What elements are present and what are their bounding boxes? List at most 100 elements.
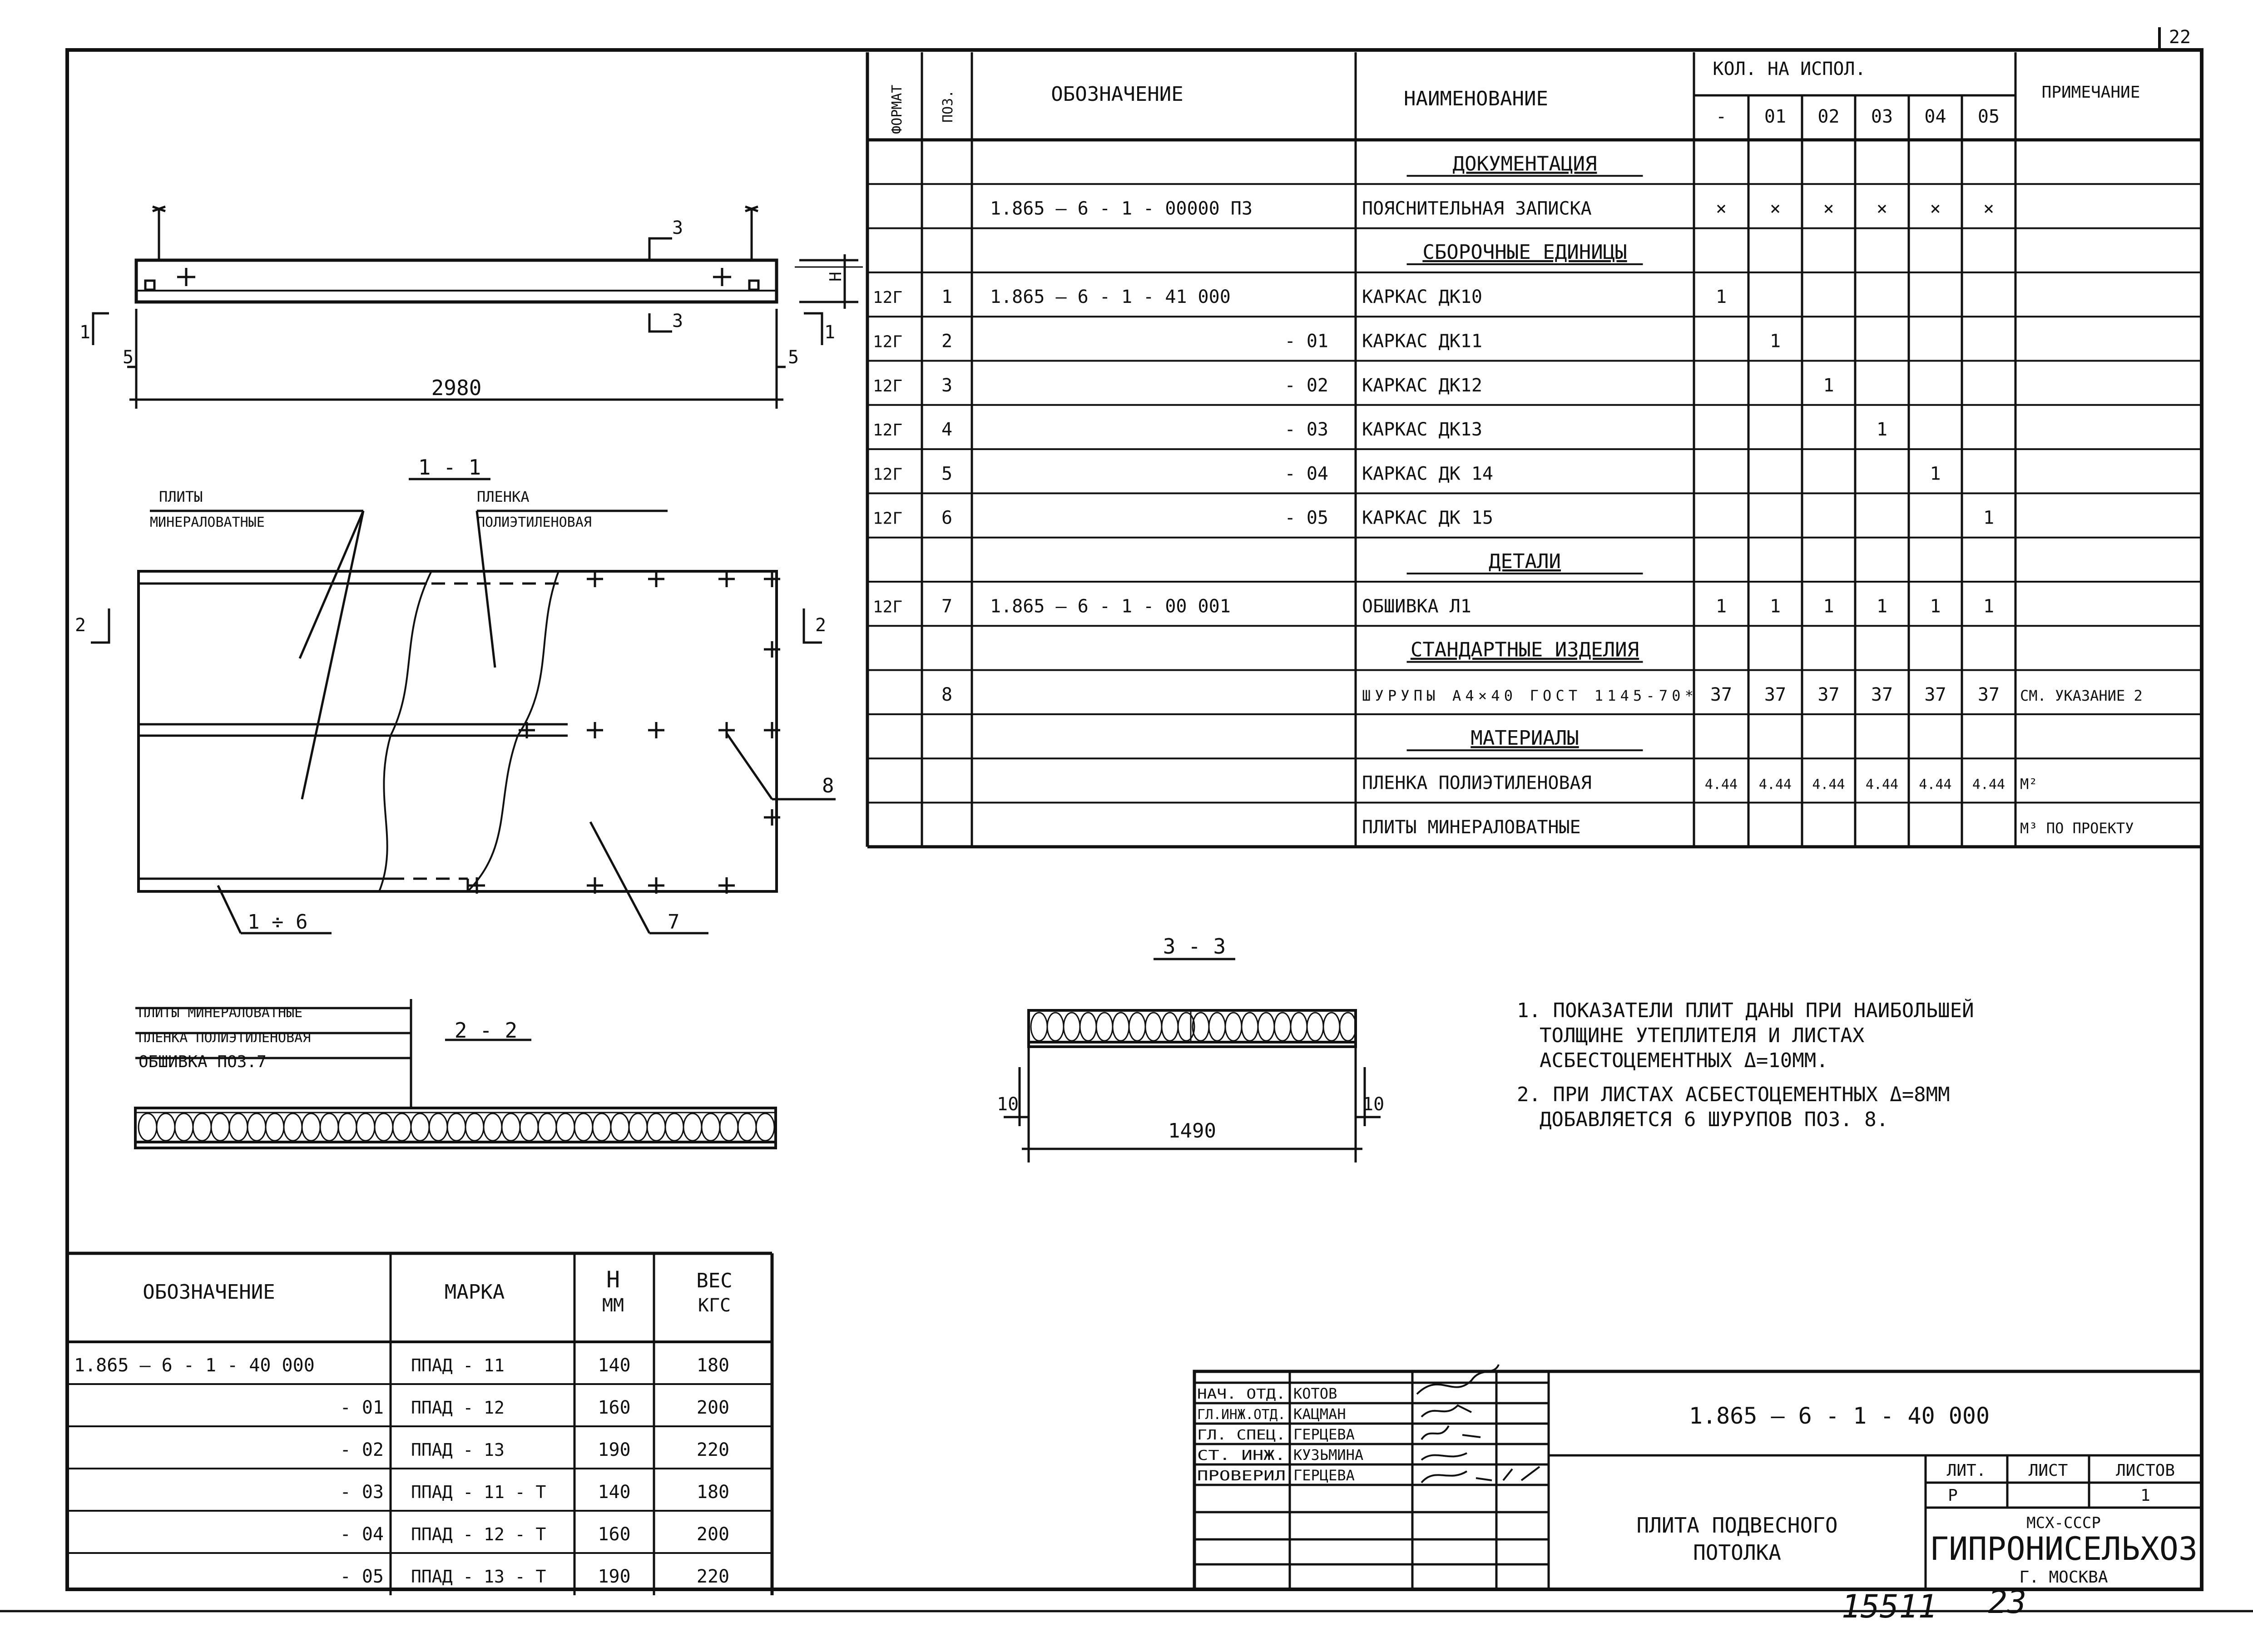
spec-header-note: Примечание — [2042, 83, 2140, 102]
signatory-role: Гл.инж.отд. — [1197, 1407, 1286, 1423]
signatory-name: Герцева — [1293, 1467, 1355, 1484]
signatory-role: Ст. инж. — [1197, 1448, 1286, 1464]
spec-cell-designation: 1.865 — 6 - 1 - 00 001 — [990, 596, 1231, 617]
spec-cell-pos: 7 — [941, 596, 952, 617]
marks-cell-mark: ППАД - 13 — [411, 1440, 505, 1460]
spec-cell-name: Плиты минераловатные — [1362, 817, 1581, 838]
spec-cell-qty: 1 — [1770, 331, 1781, 352]
spec-header-pos: Поз. — [940, 90, 956, 123]
marks-header-h: H — [606, 1266, 620, 1293]
callout-8: 8 — [822, 774, 834, 797]
signatory-role: Нач. отд. — [1197, 1386, 1286, 1402]
org-name: ГИПРОНИСЕЛЬХОЗ — [1930, 1530, 2198, 1568]
marks-header-weight: Вес — [696, 1269, 732, 1292]
spec-cell-name: Каркас ДК11 — [1362, 331, 1482, 352]
spec-cell-qty: 4.44 — [1705, 777, 1738, 793]
spec-cell-pos: 8 — [941, 684, 952, 705]
title-line-2: потолка — [1693, 1540, 1781, 1565]
spec-cell-qty: 37 — [1978, 684, 2000, 705]
marks-cell-h: 190 — [598, 1566, 630, 1587]
marks-cell-mark: ППАД - 12 — [411, 1398, 505, 1418]
page-number: 23 — [1988, 1583, 2026, 1621]
lit-value: Р — [1948, 1486, 1958, 1505]
lit-header: Лит. — [1947, 1461, 1986, 1480]
spec-header-qty-col: 01 — [1764, 106, 1786, 127]
spec-section-title: Документация — [1453, 152, 1597, 175]
spec-cell-format: 12г — [873, 333, 902, 351]
spec-cell-qty: × — [1770, 198, 1781, 219]
signatory-role: Проверил — [1197, 1468, 1286, 1484]
spec-cell-qty: × — [1716, 198, 1727, 219]
insulation-coil-3-3 — [1030, 1012, 1357, 1042]
marks-cell-weight: 200 — [697, 1397, 729, 1418]
marks-header-h-unit: мм — [602, 1295, 624, 1316]
section-1-1-view — [91, 478, 836, 935]
note-line-1: 1. Показатели плит даны при наибольшей — [1517, 998, 1974, 1022]
spec-cell-designation: - 02 — [1285, 375, 1328, 396]
spec-cell-designation: - 01 — [1285, 331, 1328, 352]
spec-cell-qty: 1 — [1930, 596, 1941, 617]
title-block-grid — [1193, 1370, 2203, 1591]
spec-cell-qty: 37 — [1924, 684, 1946, 705]
marks-cell-designation: - 02 — [340, 1439, 384, 1460]
section-2-2-view — [134, 999, 777, 1149]
section-3-3-title: 3 - 3 — [1163, 934, 1226, 959]
spec-cell-qty: 4.44 — [1812, 777, 1845, 793]
marks-cell-designation: - 03 — [340, 1482, 384, 1503]
marks-cell-weight: 180 — [697, 1482, 729, 1503]
marks-table-grid — [67, 1251, 774, 1595]
spec-cell-qty: × — [1823, 198, 1834, 219]
spec-cell-qty: 1 — [1983, 508, 1994, 529]
spec-header-qty-col: 03 — [1871, 106, 1893, 127]
spec-cell-name: Каркас ДК13 — [1362, 419, 1482, 440]
marks-cell-weight: 200 — [697, 1524, 729, 1545]
marks-cell-h: 160 — [598, 1524, 630, 1545]
sheet-number: 22 — [2169, 27, 2191, 48]
spec-table-grid — [866, 52, 2203, 849]
spec-cell-qty: 1 — [1823, 375, 1834, 396]
spec-cell-designation: - 05 — [1285, 508, 1328, 529]
marks-cell-designation: - 01 — [340, 1397, 384, 1418]
dim-10-right: 10 — [1362, 1094, 1384, 1115]
notes: 1. Показатели плит даны при наибольшей т… — [1517, 998, 1974, 1131]
spec-cell-qty: 4.44 — [1919, 777, 1951, 793]
spec-section-title: Сборочные единицы — [1422, 241, 1627, 264]
note-line-2: толщине утеплителя и листах — [1540, 1024, 1865, 1047]
signatory-name: Герцева — [1293, 1426, 1355, 1443]
note-line-5: добавляется 6 шурупов поз. 8. — [1540, 1108, 1888, 1131]
spec-section-title: Стандартные изделия — [1411, 638, 1639, 662]
spec-cell-format: 12г — [873, 465, 902, 484]
cut-mark-2-left: 2 — [75, 615, 86, 636]
label-film-line1: Пленка — [477, 488, 530, 505]
spec-cell-name: Пояснительная записка — [1362, 198, 1592, 219]
marks-cell-mark: ППАД - 12 - Т — [411, 1524, 546, 1544]
spec-header-format: Формат — [889, 85, 905, 134]
dim-5-right: 5 — [788, 347, 799, 368]
spec-cell-pos: 6 — [941, 508, 952, 529]
spec-cell-pos: 2 — [941, 331, 952, 352]
marks-cell-h: 140 — [598, 1355, 630, 1376]
org-city: г. Москва — [2019, 1568, 2108, 1587]
spec-header-qty-col: 04 — [1924, 106, 1946, 127]
spec-cell-format: 12г — [873, 288, 902, 307]
spec-header-name: Наименование — [1404, 87, 1548, 110]
spec-cell-format: 12г — [873, 421, 902, 440]
note-line-4: 2. При листах асбестоцементных δ=8мм — [1517, 1083, 1950, 1106]
screw-markers — [469, 571, 780, 894]
cut-mark-3-top: 3 — [672, 218, 683, 238]
spec-cell-qty: 4.44 — [1972, 777, 2005, 793]
spec-cell-name: Каркас ДК 14 — [1362, 463, 1493, 484]
callout-7: 7 — [668, 910, 680, 934]
spec-cell-qty: 4.44 — [1866, 777, 1898, 793]
dim-h: H — [827, 272, 845, 282]
title-block-signatories: Нач. отд.КотовГл.инж.отд.КацманГл. спец.… — [1197, 1385, 1363, 1484]
spec-cell-designation: 1.865 — 6 - 1 - 00000 ПЗ — [990, 198, 1253, 219]
label-plates-line2: минераловатные — [150, 514, 265, 530]
dim-1490: 1490 — [1168, 1119, 1216, 1143]
signatory-role: Гл. спец. — [1197, 1427, 1286, 1443]
spec-cell-format: 12г — [873, 509, 902, 528]
inventory-number: 15511 — [1842, 1588, 1937, 1625]
spec-section-title: Детали — [1489, 550, 1561, 573]
marks-cell-mark: ППАД - 13 - Т — [411, 1567, 546, 1587]
marks-cell-designation: - 04 — [340, 1524, 384, 1545]
